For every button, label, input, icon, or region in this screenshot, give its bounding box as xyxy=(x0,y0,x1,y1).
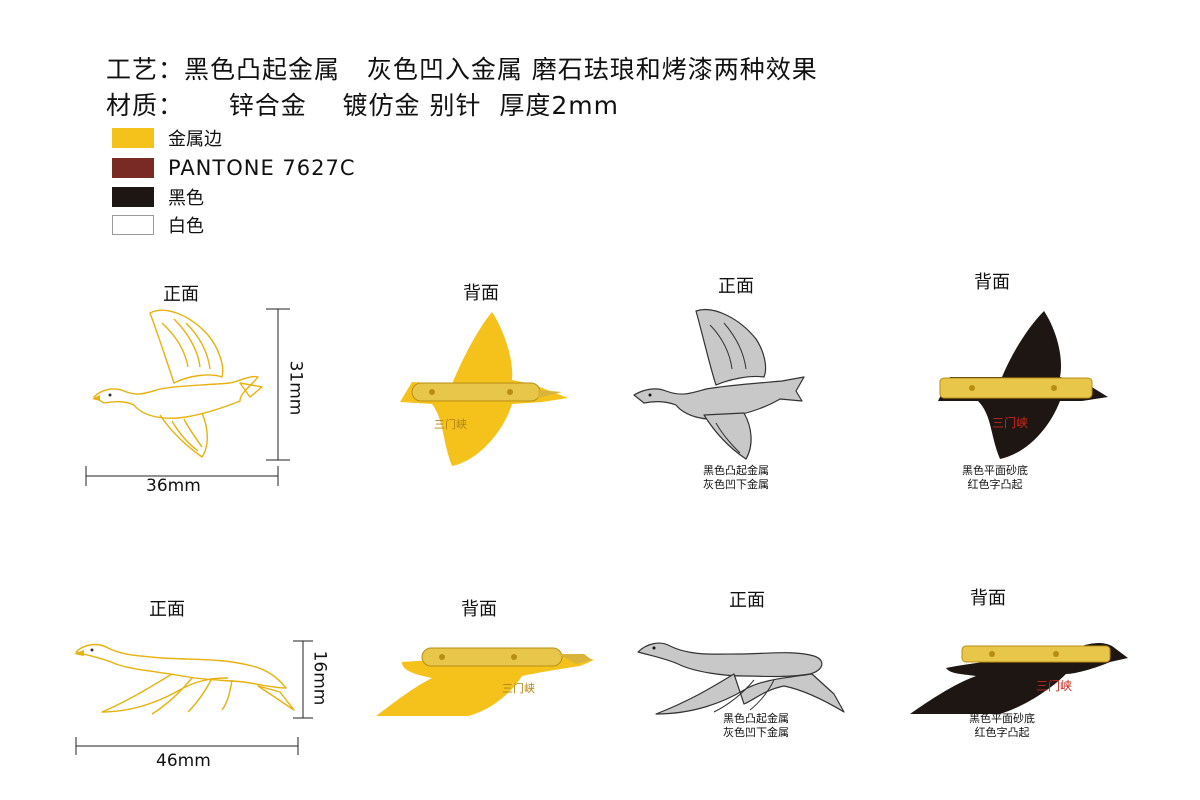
legend-label: PANTONE 7627C xyxy=(168,156,356,180)
legend-label: 黑色 xyxy=(168,188,204,209)
legend-swatch-white xyxy=(112,215,154,235)
legend-item-white: 白色 xyxy=(112,214,204,237)
note-back-row2: 黑色平面砂底 红色字凸起 xyxy=(942,712,1062,740)
svg-text:三门峡: 三门峡 xyxy=(502,681,535,695)
legend-item-metal-edge: 金属边 xyxy=(112,127,222,150)
svg-text:三门峡: 三门峡 xyxy=(992,415,1028,430)
note-back-row1: 黑色平面砂底 红色字凸起 xyxy=(935,464,1055,492)
view-label-front: 正面 xyxy=(163,284,199,305)
goose-back-black-row2: 三门峡 xyxy=(910,643,1128,714)
view-label-back: 背面 xyxy=(463,283,499,304)
note-front-row2: 黑色凸起金属 灰色凹下金属 xyxy=(696,712,816,740)
goose-back-gold-row2: 三门峡 xyxy=(376,647,594,716)
process-spec-line: 工艺：黑色凸起金属 灰色凹入金属 磨石珐琅和烤漆两种效果 xyxy=(106,55,818,84)
legend-label: 金属边 xyxy=(168,129,222,150)
legend-swatch-black xyxy=(112,187,154,207)
svg-text:三门峡: 三门峡 xyxy=(1036,678,1072,693)
note-line: 灰色凹下金属 xyxy=(723,726,789,739)
note-front-row1: 黑色凸起金属 灰色凹下金属 xyxy=(676,464,796,492)
note-line: 红色字凸起 xyxy=(974,726,1030,739)
view-label-front-silver: 正面 xyxy=(729,590,765,611)
view-label-front-silver: 正面 xyxy=(718,276,754,297)
legend-item-black: 黑色 xyxy=(112,186,204,209)
dimension-height-row2: 16mm xyxy=(309,650,330,706)
svg-text:三门峡: 三门峡 xyxy=(434,417,467,431)
dimension-width-row2: 46mm xyxy=(156,751,211,771)
goose-front-silver-row2 xyxy=(637,642,845,715)
legend-swatch-gold xyxy=(112,128,154,148)
legend-label: 白色 xyxy=(168,216,204,237)
dimension-height-row1: 31mm xyxy=(285,360,306,416)
goose-back-gold-row1: 三门峡 xyxy=(400,312,568,466)
legend-item-pantone: PANTONE 7627C xyxy=(112,156,356,180)
note-line: 黑色凸起金属 xyxy=(723,712,789,725)
goose-front-outline-row1 xyxy=(92,309,263,458)
dimension-width-row1: 36mm xyxy=(146,476,201,496)
note-line: 黑色平面砂底 xyxy=(962,464,1028,477)
view-label-back: 背面 xyxy=(461,599,497,620)
note-line: 黑色凸起金属 xyxy=(703,464,769,477)
view-label-back-black: 背面 xyxy=(974,272,1010,293)
legend-swatch-pantone xyxy=(112,158,154,178)
goose-front-outline-row2 xyxy=(74,643,295,715)
view-label-front: 正面 xyxy=(149,599,185,620)
note-line: 黑色平面砂底 xyxy=(969,712,1035,725)
goose-front-silver-row1 xyxy=(633,309,805,460)
material-spec-line: 材质： 锌合金 镀仿金 别针 厚度2mm xyxy=(106,91,619,120)
goose-back-black-row1: 三门峡 xyxy=(938,311,1108,459)
note-line: 灰色凹下金属 xyxy=(703,478,769,491)
note-line: 红色字凸起 xyxy=(967,478,1023,491)
view-label-back-black: 背面 xyxy=(970,588,1006,609)
